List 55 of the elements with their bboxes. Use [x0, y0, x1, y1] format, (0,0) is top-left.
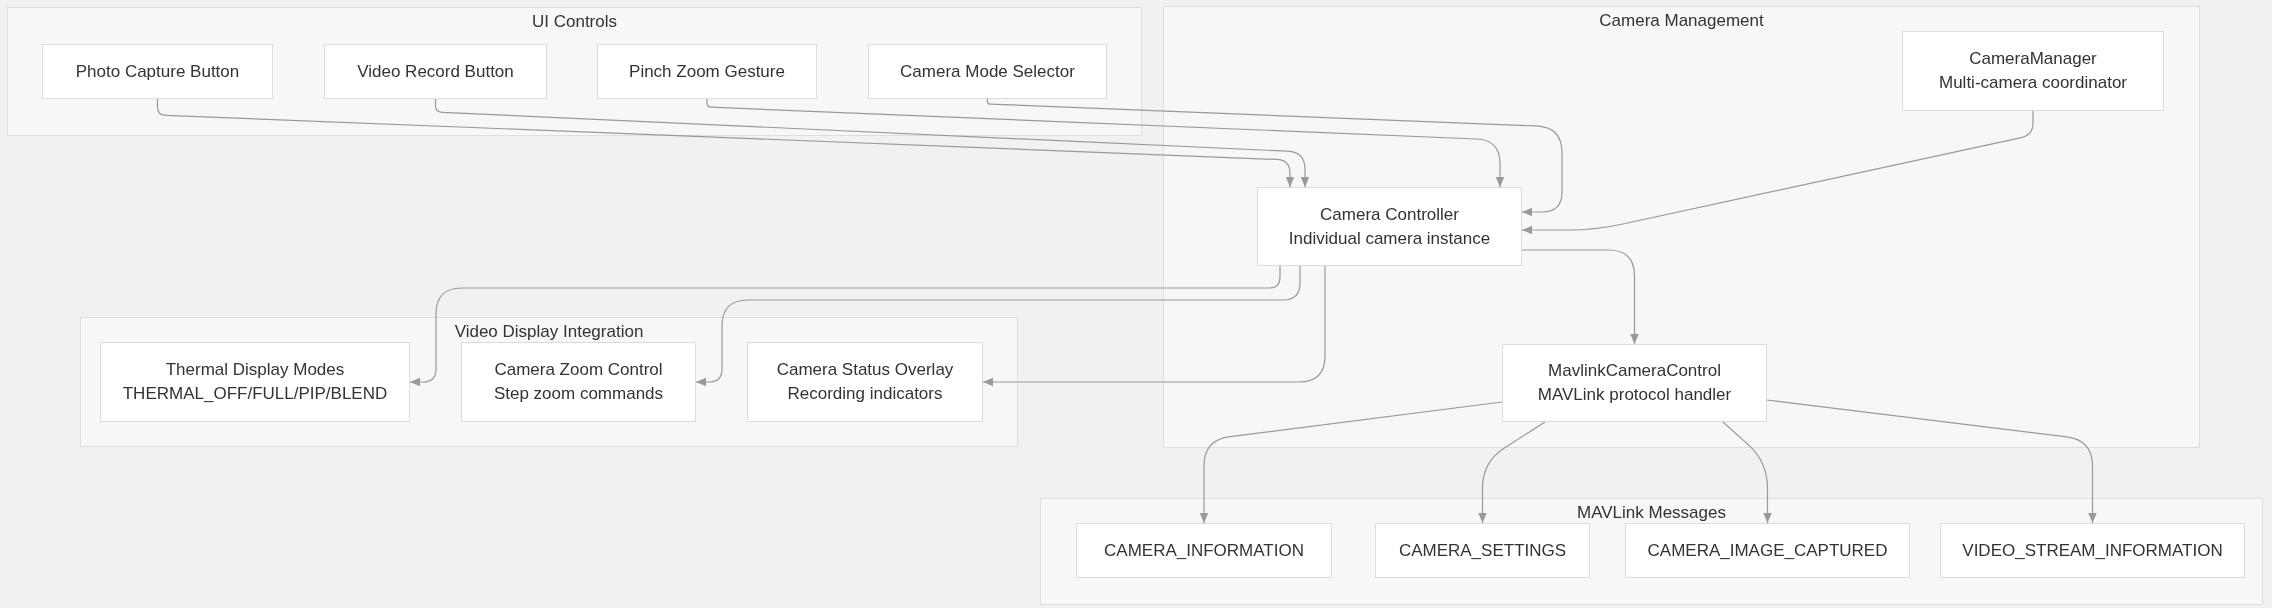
process-box [100, 342, 410, 422]
node-title: Camera Status Overlay [776, 359, 954, 381]
node-title: Thermal Display Modes [165, 359, 345, 381]
node-title: Video Record Button [357, 60, 514, 83]
group-panel [1163, 6, 2200, 448]
process-box [747, 342, 983, 422]
arrow [156, 98, 1295, 188]
arrow [1199, 401, 1503, 524]
group-title: Video Display Integration [454, 321, 644, 343]
arrow [1521, 110, 2034, 235]
arrow [1478, 421, 1546, 524]
node-description: Multi-camera coordinator [1939, 72, 2127, 94]
arrow [434, 98, 1310, 188]
arrow [1521, 249, 1639, 345]
node-title: MavlinkCameraControl [1548, 360, 1721, 382]
node-title: CAMERA_SETTINGS [1398, 539, 1567, 562]
process-box [1375, 523, 1590, 578]
node-title: VIDEO_STREAM_INFORMATION [1962, 539, 2223, 562]
process-box [1625, 523, 1910, 578]
node-title: Pinch Zoom Gesture [629, 60, 785, 83]
group-title: UI Controls [532, 11, 617, 33]
process-box [868, 44, 1107, 99]
group-title: Camera Management [1599, 10, 1764, 32]
process-box [461, 342, 696, 422]
node-title: CAMERA_IMAGE_CAPTURED [1647, 539, 1888, 562]
process-box [1940, 523, 2245, 578]
arrow [695, 265, 1301, 387]
node-description: Recording indicators [787, 383, 943, 405]
arrow [986, 98, 1563, 217]
process-box [42, 44, 273, 99]
group-title: MAVLink Messages [1577, 502, 1726, 524]
arrow [409, 265, 1281, 387]
process-box [1076, 523, 1332, 578]
node-description: MAVLink protocol handler [1537, 384, 1732, 406]
node-title: Camera Controller [1320, 203, 1459, 226]
node-title: CAMERA_INFORMATION [1104, 539, 1304, 562]
arrow [982, 265, 1326, 387]
node-title: CameraManager [1969, 48, 2097, 70]
node-title: Camera Mode Selector [900, 60, 1075, 83]
process-box [597, 44, 817, 99]
arrow [1766, 399, 2097, 524]
node-title: Photo Capture Button [75, 60, 240, 83]
group-panel [7, 7, 1142, 136]
node-description: Individual camera instance [1288, 227, 1491, 250]
arrow [1722, 421, 1772, 524]
node-description: THERMAL_OFF/FULL/PIP/BLEND [122, 383, 388, 405]
arrow [706, 98, 1505, 188]
process-box [1902, 31, 2164, 111]
process-box [1502, 344, 1767, 422]
process-box [324, 44, 547, 99]
group-panel [1040, 498, 2263, 605]
process-box [1257, 187, 1522, 266]
node-title: Camera Zoom Control [494, 359, 663, 381]
node-description: Step zoom commands [493, 383, 664, 405]
group-panel [80, 317, 1018, 447]
